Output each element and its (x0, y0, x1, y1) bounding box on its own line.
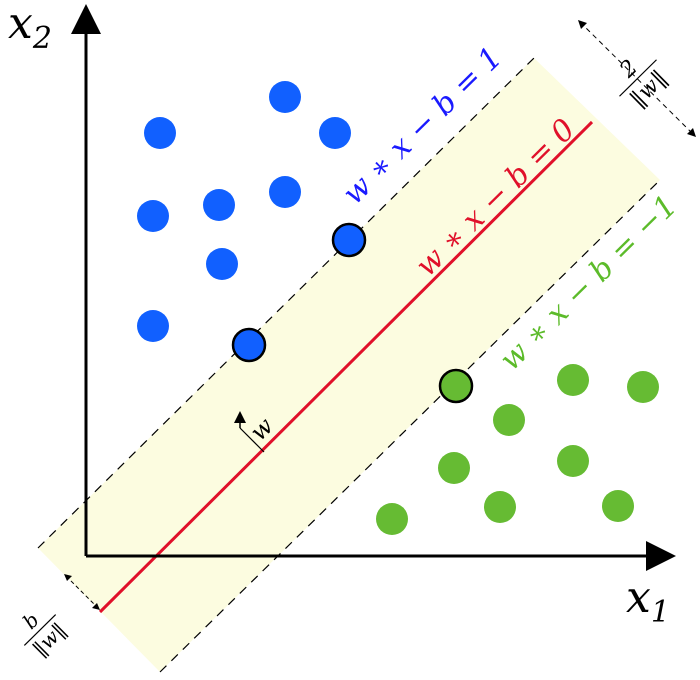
blue-point (269, 176, 301, 208)
green-points (376, 364, 659, 535)
decision-boundary-line (98, 120, 594, 614)
green-point (557, 445, 589, 477)
blue-support-vector (331, 222, 367, 258)
green-point (557, 364, 589, 396)
lower-margin-line (159, 179, 661, 673)
blue-point (144, 117, 176, 149)
green-point (376, 503, 408, 535)
blue-points (137, 81, 351, 342)
blue-point (206, 248, 238, 280)
green-point (484, 491, 516, 523)
blue-point (137, 200, 169, 232)
blue-point (269, 81, 301, 113)
blue-support-vectors (231, 222, 367, 363)
blue-point (137, 310, 169, 342)
x-axis-label: x1 (626, 572, 670, 630)
blue-point (319, 117, 351, 149)
margin-numerator: 2 (615, 55, 643, 83)
green-point (602, 490, 634, 522)
green-point (627, 371, 659, 403)
green-point (438, 452, 470, 484)
upper-margin-line (37, 57, 535, 549)
green-support-vectors (438, 368, 474, 404)
blue-support-vector (231, 327, 267, 363)
green-support-vector (438, 368, 474, 404)
blue-point (203, 189, 235, 221)
y-axis-label: x2 (8, 0, 52, 56)
green-point (493, 404, 525, 436)
